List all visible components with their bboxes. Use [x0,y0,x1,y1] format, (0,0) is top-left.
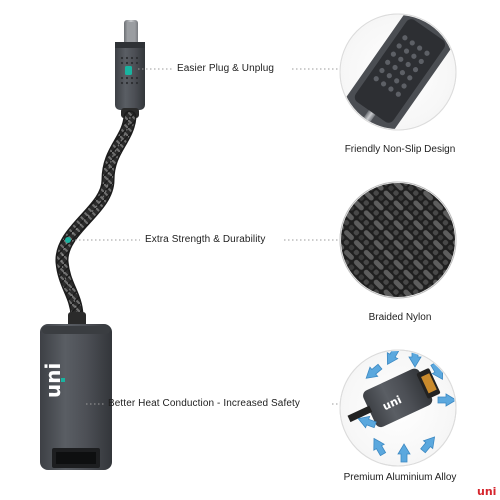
usb-c-connector-icon [115,20,145,118]
aluminium-detail-circle: uni [339,349,457,467]
braided-cable-icon [55,110,137,322]
grip-detail-circle [339,13,457,131]
feature-label-heat: Better Heat Conduction - Increased Safet… [108,398,300,409]
caption-braided-nylon: Braided Nylon [368,312,432,323]
brand-logo: uni [477,485,496,498]
feature-label-plug: Easier Plug & Unplug [177,63,275,74]
heat-dissipation-arrows-icon [357,351,455,463]
caption-non-slip: Friendly Non-Slip Design [344,144,456,155]
brand-logo-text: uni [477,485,497,498]
caption-aluminium: Premium Aluminium Alloy [343,472,457,483]
led-indicator [125,66,132,75]
braided-nylon-detail-circle [339,181,457,299]
ethernet-adapter-icon: uni [40,312,112,470]
feature-label-strength: Extra Strength & Durability [145,234,266,245]
leader-lines [75,68,345,405]
